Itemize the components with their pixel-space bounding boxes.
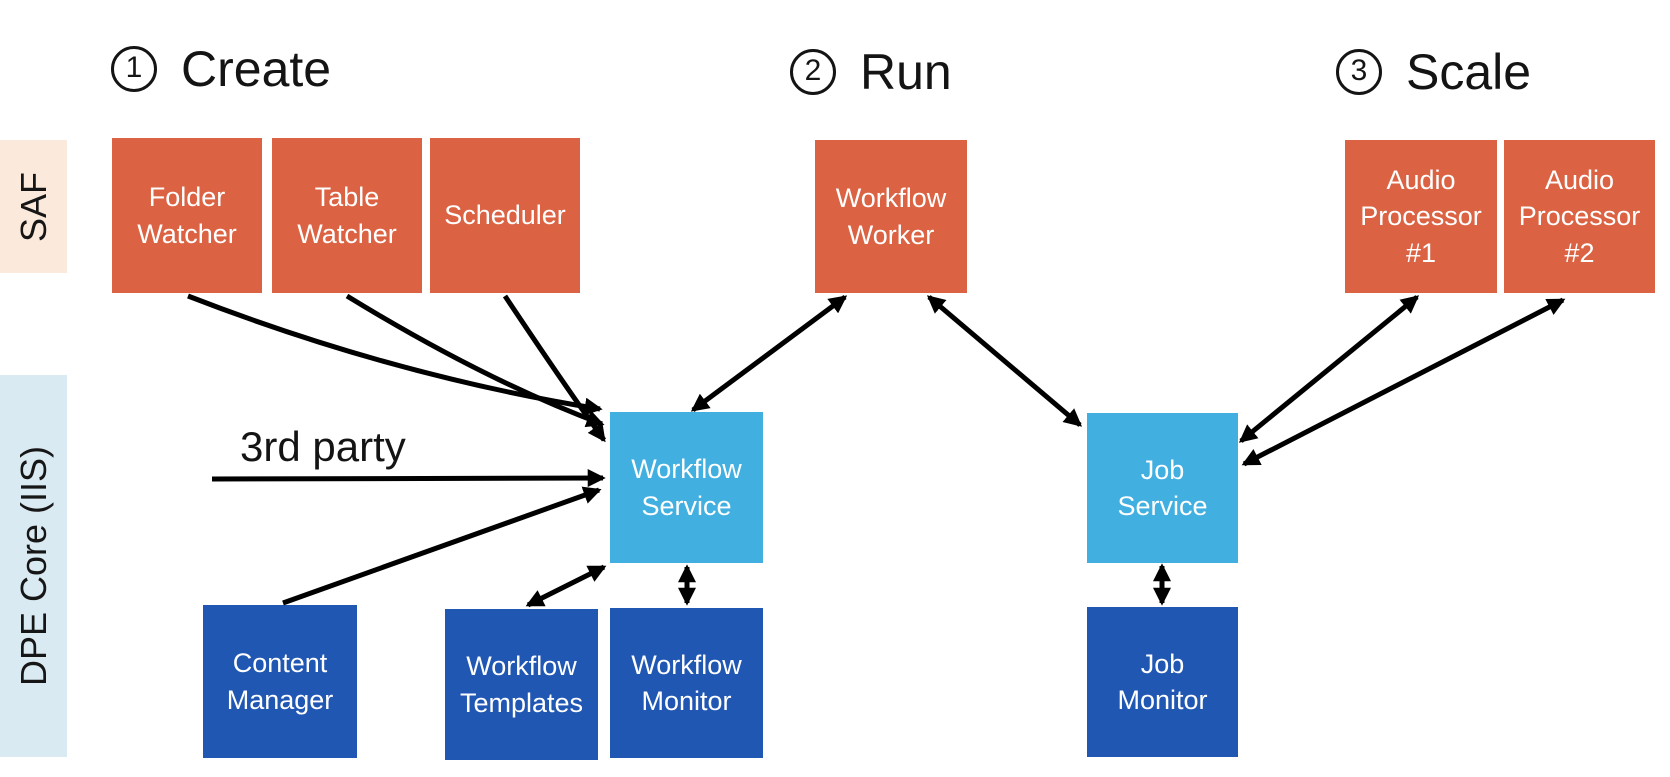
step-2-label: Run — [860, 44, 952, 100]
node-workflow-worker: Workflow Worker — [815, 140, 967, 293]
step-1-label: Create — [181, 41, 332, 97]
step-header-scale: 3 Scale — [1336, 43, 1531, 101]
edge-job-service-to-audio-processor-2 — [1241, 297, 1566, 467]
edge-third-party-to-workflow-service — [211, 469, 606, 488]
third-party-label: 3rd party — [240, 423, 406, 470]
lane-dpe-core-label: DPE Core (IIS) — [12, 445, 54, 687]
node-workflow-monitor: Workflow Monitor — [610, 608, 763, 758]
edge-scheduler-to-workflow-service — [502, 294, 607, 443]
lane-dpe-core: DPE Core (IIS) — [0, 375, 67, 757]
edge-table-watcher-to-workflow-service — [345, 293, 605, 428]
step-header-create: 1 Create — [111, 40, 331, 98]
edge-content-manager-to-workflow-service — [282, 486, 602, 606]
step-3-label: Scale — [1406, 44, 1532, 100]
node-job-monitor: Job Monitor — [1087, 607, 1238, 757]
node-audio-processor-2: Audio Processor #2 — [1504, 140, 1655, 293]
step-2-number-badge: 2 — [790, 49, 836, 95]
node-audio-processor-1: Audio Processor #1 — [1345, 140, 1497, 293]
lane-saf-label: SAF — [12, 171, 54, 242]
step-3-number-badge: 3 — [1336, 49, 1382, 95]
edge-workflow-service-to-workflow-templates — [525, 564, 607, 608]
node-workflow-templates: Workflow Templates — [445, 609, 598, 760]
node-content-manager: Content Manager — [203, 605, 357, 758]
edge-workflow-service-to-workflow-worker — [690, 294, 848, 413]
step-header-run: 2 Run — [790, 43, 952, 101]
step-1-number-badge: 1 — [111, 46, 157, 92]
edge-folder-watcher-to-workflow-service — [187, 293, 603, 416]
node-scheduler: Scheduler — [430, 138, 580, 293]
node-workflow-service: Workflow Service — [610, 412, 763, 563]
edge-workflow-worker-to-job-service — [926, 295, 1083, 427]
lane-saf: SAF — [0, 140, 67, 273]
edge-job-service-to-audio-processor-1 — [1238, 295, 1420, 443]
node-folder-watcher: Folder Watcher — [112, 138, 262, 293]
node-table-watcher: Table Watcher — [272, 138, 422, 293]
node-job-service: Job Service — [1087, 413, 1238, 563]
